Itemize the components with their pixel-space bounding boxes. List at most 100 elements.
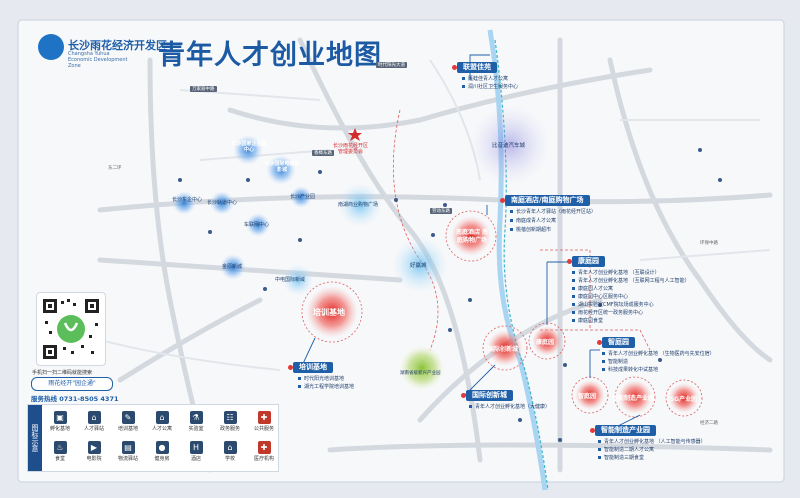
node-5g[interactable]	[669, 383, 699, 413]
road-label: 万家丽中路	[190, 86, 217, 92]
pin-icon	[567, 259, 572, 264]
legend-item: ▣孵化基地	[49, 411, 70, 432]
lab-icon: ⚗	[189, 411, 203, 424]
pin-icon	[452, 65, 457, 70]
legend-item: ⌂人才公寓	[151, 411, 172, 432]
qr-code[interactable]	[36, 292, 106, 366]
pin-icon	[461, 393, 466, 398]
node-chanye[interactable]	[290, 186, 312, 208]
node-dianying[interactable]	[266, 155, 296, 185]
label-jinyuan: 金原新城	[222, 264, 243, 270]
sub-item: 青年人才创业孵化基地 （生物医药与先安位宿）	[602, 351, 715, 358]
label-xinxing: 湖南省级新兴产业园	[400, 371, 441, 376]
medical-icon: ✚	[257, 441, 271, 454]
public-service-icon: ✚	[257, 411, 271, 424]
label-guoji: 国际创新城	[488, 346, 519, 353]
road-label: 时代阳光大道	[376, 62, 407, 68]
pin-icon	[590, 428, 595, 433]
legend-item: ☷政务服务	[219, 411, 240, 432]
category-xiangning[interactable]: 联盟佳苑	[452, 62, 497, 73]
legend-item: ✚医疗机构	[253, 441, 274, 462]
node-jinyuan[interactable]	[220, 254, 246, 280]
roads-layer	[97, 37, 773, 473]
sub-item: 桃蓓创新期超市	[510, 227, 551, 234]
star-icon	[348, 128, 362, 141]
incubator-icon: ▣	[53, 411, 67, 424]
label-dianying: 长沙国际电缆电影城	[264, 161, 300, 173]
category-guoji[interactable]: 国际创新城	[461, 390, 513, 401]
pin-icon	[597, 340, 602, 345]
category-zhineng[interactable]: 智能制造产业园	[590, 425, 656, 436]
label-haoying: 好赢城	[410, 263, 427, 269]
legend-item: ●健身房	[154, 441, 170, 462]
node-nanting[interactable]	[451, 216, 491, 256]
legend-item: ⚗实验室	[188, 411, 204, 432]
talent-station-icon: ⌂	[87, 411, 101, 424]
sub-item: 青年人才创业孵化基地 （人工智能与传感器）	[598, 439, 706, 446]
category-zhiting[interactable]: 智庭园	[597, 337, 635, 348]
metro-line	[494, 39, 549, 491]
page-title: 青年人才创业地图	[158, 40, 382, 71]
sub-item: 湖光工程学院培训基地	[298, 384, 354, 391]
node-dongqi[interactable]	[172, 191, 196, 215]
hq-marker[interactable]	[348, 128, 362, 141]
node-zhineng-ring	[614, 376, 656, 418]
node-xinxing[interactable]	[400, 346, 444, 390]
sub-item: 智能制造三期食堂	[598, 455, 644, 462]
hotel-icon: H	[189, 441, 203, 454]
blue-nodes	[172, 135, 312, 280]
category-kangting[interactable]: 康庭园	[567, 256, 605, 267]
road-label: 经济二路	[700, 421, 718, 426]
legend-item: ✚公共服务	[253, 411, 274, 432]
node-peixun-ring	[301, 281, 363, 343]
label-guidao: 长沙轨道中心	[207, 200, 238, 206]
road-label: 东二环	[108, 166, 122, 171]
node-peixun[interactable]	[306, 286, 358, 338]
legend-item: ⌂人才驿站	[83, 411, 104, 432]
label-biyadi: 比音迪汽车城	[492, 143, 526, 149]
category-nanting[interactable]: 南庭酒店/南庭购物广场	[500, 195, 590, 206]
label-guojia: 长沙国家企业国中心	[231, 141, 267, 153]
node-haoying[interactable]	[392, 237, 448, 293]
sub-item: 南庭成青人才公寓	[510, 218, 556, 225]
sub-item: 智能制造	[602, 359, 628, 366]
hq-label[interactable]: 长沙雨花经开区管理委员会	[333, 143, 369, 155]
red-nodes	[301, 210, 703, 418]
sub-item: 时代阳光培训基地	[298, 376, 344, 383]
node-chelian[interactable]	[246, 213, 270, 237]
node-zhongdian[interactable]	[282, 264, 314, 296]
legend-item: ▶电影院	[86, 441, 102, 462]
category-peixun[interactable]: 培训基地	[288, 362, 333, 373]
sub-item: 长沙青年人才驿站（雨花经开区站）	[510, 209, 596, 216]
node-guoji[interactable]	[487, 330, 523, 366]
logo-icon	[38, 34, 64, 60]
sub-item: 青年人才创业孵化基地 （互联网工程与人工智能）	[572, 278, 690, 285]
node-zhijian[interactable]	[575, 380, 605, 410]
node-zhineng[interactable]	[618, 380, 652, 414]
legend-item: ♨食堂	[53, 441, 67, 462]
service-icon: ☷	[223, 411, 237, 424]
node-kangting[interactable]	[532, 326, 562, 356]
sub-item: 康庭园人才公寓	[572, 286, 613, 293]
node-nanhu-plaza[interactable]	[338, 183, 382, 227]
node-biyadi[interactable]	[470, 105, 550, 185]
node-guojia[interactable]	[233, 135, 263, 165]
apartment-icon: ⌂	[155, 411, 169, 424]
label-peixun: 培训基地	[313, 308, 345, 317]
legend-panel: 图标示意 ▣孵化基地 ⌂人才驿站 ✎培训基地 ⌂人才公寓 ⚗实验室 ☷政务服务 …	[27, 404, 279, 472]
school-icon: ⌂	[223, 441, 237, 454]
node-guidao[interactable]	[210, 191, 234, 215]
qr-app-button[interactable]: 雨花经开"园企通"	[31, 377, 113, 391]
label-zhongdian: 中电国际新域	[275, 277, 306, 283]
sub-item: 科技成果转化中试基地	[602, 367, 658, 374]
sub-item: 康庭园中心区服务中心	[572, 294, 628, 301]
sub-item: 青年人才创业孵化基地 （互联设计）	[572, 270, 660, 277]
pin-icon	[500, 198, 505, 203]
label-nanhu: 南湖商业购物广场	[338, 202, 379, 208]
label-nanting: 南庭酒店 南庭购物广场	[455, 229, 489, 244]
qr-caption: 手机扫一扫二维码就能搜索	[32, 370, 93, 376]
gym-icon: ●	[155, 441, 169, 454]
qr-pattern	[41, 297, 101, 361]
